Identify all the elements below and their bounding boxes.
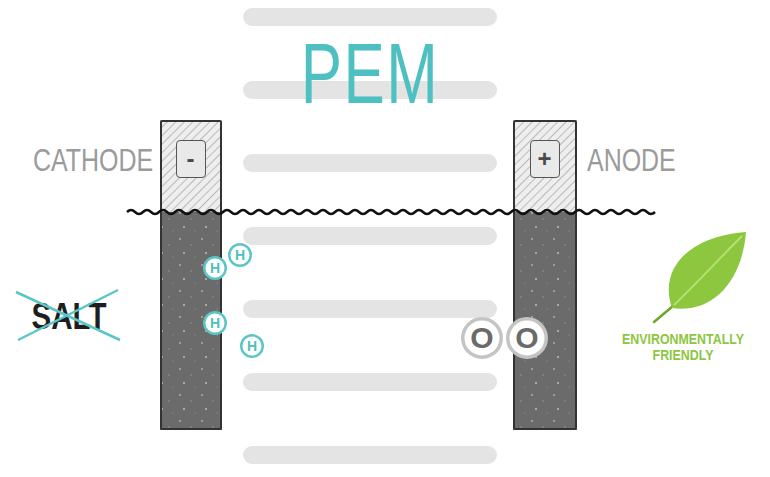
leaf-icon bbox=[654, 232, 746, 322]
cross-out-stroke bbox=[16, 292, 120, 340]
membrane-band bbox=[243, 300, 497, 318]
electrode-dry-part bbox=[513, 120, 577, 212]
atom-circle: H bbox=[228, 243, 252, 267]
benefit-label: ENVIRONMENTALLY FRIENDLY bbox=[613, 331, 754, 364]
membrane-band bbox=[243, 8, 497, 26]
atom-symbol: O bbox=[470, 323, 493, 353]
atom-circle-shape bbox=[204, 257, 226, 279]
crossed-out-label: SALT bbox=[19, 298, 119, 336]
membrane-band bbox=[243, 373, 497, 391]
membrane-bands bbox=[243, 8, 497, 464]
diagram-title: PEM bbox=[279, 28, 462, 118]
polarity-sign: - bbox=[176, 140, 206, 178]
atom-circle-shape bbox=[204, 312, 226, 334]
atom-symbol: O bbox=[515, 323, 538, 353]
electrode-dry-part bbox=[160, 120, 222, 212]
atom-symbol: H bbox=[235, 248, 245, 262]
membrane-band bbox=[243, 227, 497, 245]
atom-circle-shape bbox=[508, 319, 547, 358]
leaf-vein bbox=[674, 236, 742, 305]
electrode-label: ANODE bbox=[587, 144, 673, 178]
membrane-band bbox=[243, 446, 497, 464]
water-line bbox=[127, 210, 655, 214]
atom-circle: O bbox=[461, 317, 503, 359]
atom-circle: H bbox=[203, 256, 227, 280]
membrane-band bbox=[243, 154, 497, 172]
electrode-label: CATHODE bbox=[33, 144, 150, 178]
atom-symbol: H bbox=[210, 316, 220, 330]
atom-circle-shape bbox=[229, 244, 251, 266]
atom-symbol: H bbox=[210, 261, 220, 275]
electrode-wet-part bbox=[160, 212, 222, 430]
atom-circle-shape bbox=[241, 335, 263, 357]
atom-circle-shape bbox=[463, 319, 502, 358]
atom-circle: H bbox=[240, 334, 264, 358]
cross-out-stroke bbox=[18, 290, 118, 340]
leaf-blade bbox=[669, 232, 746, 309]
atom-circle: H bbox=[203, 311, 227, 335]
atom-circle: O bbox=[506, 317, 548, 359]
electrode-box: +ANODE bbox=[513, 120, 577, 430]
atom-symbol: H bbox=[247, 339, 257, 353]
electrode-fills bbox=[160, 120, 577, 430]
leaf-stem bbox=[654, 306, 673, 322]
polarity-sign: + bbox=[530, 140, 560, 178]
